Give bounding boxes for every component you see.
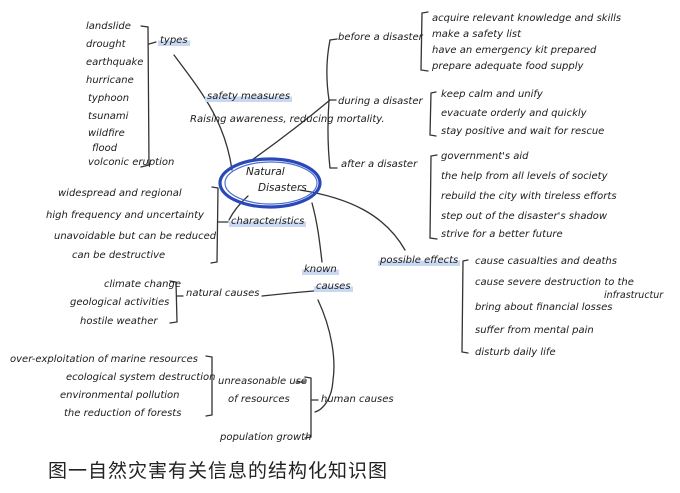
unreasonable-bracket xyxy=(205,355,213,417)
during-item: evacuate orderly and quickly xyxy=(441,108,587,119)
after-item: rebuild the city with tireless efforts xyxy=(441,191,617,202)
characteristic-item: high frequency and uncertainty xyxy=(46,210,204,221)
types-bracket xyxy=(140,25,150,168)
figure-caption: 图一自然灾害有关信息的结构化知识图 xyxy=(48,460,389,482)
natural-causes-label: natural causes xyxy=(186,288,260,299)
during-disaster-label: during a disaster xyxy=(338,96,423,107)
after-item: strive for a better future xyxy=(441,229,563,240)
type-item: volconic eruption xyxy=(88,157,175,168)
after-bracket xyxy=(429,154,438,240)
safety-purpose: Raising awareness, reducing mortality. xyxy=(190,114,385,125)
during-bracket xyxy=(429,91,437,137)
natural-cause-item: hostile weather xyxy=(80,316,158,327)
after-item: the help from all levels of society xyxy=(441,171,608,182)
effect-item: cause severe destruction to the xyxy=(475,277,634,288)
branch-safety xyxy=(173,54,233,171)
characteristic-item: widespread and regional xyxy=(58,188,182,199)
type-item: typhoon xyxy=(88,93,130,104)
known-causes-label-line1: known xyxy=(302,264,339,276)
before-disaster-label: before a disaster xyxy=(338,32,423,43)
characteristic-item: can be destructive xyxy=(72,250,166,261)
unreasonable-use-item: over-exploitation of marine resources xyxy=(10,354,198,365)
type-item: wildfire xyxy=(88,128,125,139)
during-item: stay positive and wait for rescue xyxy=(441,126,605,137)
branch-known-causes xyxy=(311,202,323,263)
before-item: prepare adequate food supply xyxy=(432,61,584,72)
type-item: tsunami xyxy=(88,111,129,122)
center-title-line1: Natural xyxy=(246,166,285,178)
effect-item: cause casualties and deaths xyxy=(475,256,617,267)
human-bracket xyxy=(304,376,312,439)
type-item: drought xyxy=(86,39,126,50)
natural-cause-item: climate change xyxy=(104,279,181,290)
safety-stages-bracket xyxy=(326,39,331,169)
unreasonable-use-item: environmental pollution xyxy=(60,390,180,401)
safety-measures-label: safety measures xyxy=(205,91,293,103)
unreasonable-use-line1: unreasonable use xyxy=(218,376,308,387)
type-item: hurricane xyxy=(86,75,134,86)
during-item: keep calm and unify xyxy=(441,89,543,100)
effect-item: disturb daily life xyxy=(475,347,556,358)
before-bracket xyxy=(420,11,429,72)
effect-item: suffer from mental pain xyxy=(475,325,594,336)
population-growth: population growth xyxy=(220,432,312,443)
human-causes-label: human causes xyxy=(321,394,394,405)
center-title-line2: Disasters xyxy=(258,182,307,194)
unreasonable-use-item: the reduction of forests xyxy=(64,408,182,419)
before-item: make a safety list xyxy=(432,29,522,40)
before-item: have an emergency kit prepared xyxy=(432,45,597,56)
before-item: acquire relevant knowledge and skills xyxy=(432,13,622,24)
natural-bracket xyxy=(169,280,178,324)
characteristics-label: characteristics xyxy=(229,216,307,228)
branch-human xyxy=(314,299,335,413)
after-item: step out of the disaster's shadow xyxy=(441,211,608,222)
unreasonable-use-line2: of resources xyxy=(228,394,290,405)
effect-item-continuation: infrastructur xyxy=(604,290,664,301)
center-ring xyxy=(218,157,322,209)
possible-effects-label: possible effects xyxy=(378,255,461,267)
after-disaster-label: after a disaster xyxy=(341,159,418,170)
effects-bracket xyxy=(461,259,469,354)
type-item: flood xyxy=(92,143,118,154)
characteristics-bracket xyxy=(210,186,219,264)
natural-cause-item: geological activities xyxy=(70,297,170,308)
after-item: government's aid xyxy=(441,151,529,162)
characteristic-item: unavoidable but can be reduced xyxy=(54,231,217,242)
type-item: earthquake xyxy=(86,57,144,68)
effect-item: bring about financial losses xyxy=(475,302,613,313)
unreasonable-use-item: ecological system destruction xyxy=(66,372,216,383)
type-item: landslide xyxy=(86,21,131,32)
known-causes-label-line2: causes xyxy=(314,281,353,293)
types-label: types xyxy=(158,35,190,47)
